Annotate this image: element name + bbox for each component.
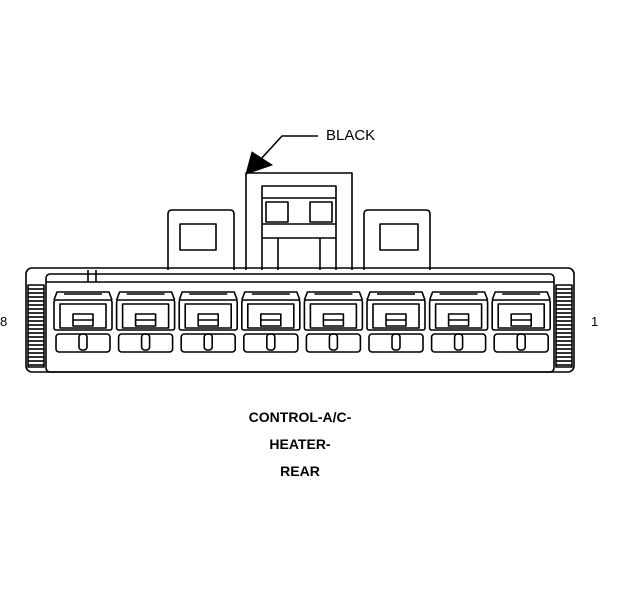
- pin-number-right: 1: [591, 314, 599, 329]
- cavity: [115, 291, 176, 353]
- title-line-3: REAR: [280, 463, 320, 479]
- cavity: [241, 291, 301, 353]
- cavity: [491, 291, 552, 353]
- left-grip: [27, 284, 45, 368]
- left-mounting-tab: [167, 209, 235, 270]
- connector-title: CONTROL-A/C- HEATER- REAR: [200, 404, 400, 485]
- right-mounting-tab: [363, 209, 431, 270]
- center-latch: [245, 172, 353, 270]
- connector-color-label: BLACK: [326, 127, 376, 144]
- title-line-1: CONTROL-A/C-: [248, 409, 352, 425]
- cavity-row: [53, 291, 552, 353]
- cavity: [53, 291, 113, 353]
- cavity: [428, 291, 489, 353]
- connector-inner-frame: [45, 273, 555, 373]
- right-grip: [555, 284, 573, 368]
- title-line-2: HEATER-: [269, 436, 331, 452]
- cavity: [303, 291, 364, 353]
- cavity: [178, 291, 238, 353]
- color-leader-arrow: [245, 135, 318, 175]
- pin-number-left: 8: [0, 314, 8, 329]
- cavity: [366, 291, 426, 353]
